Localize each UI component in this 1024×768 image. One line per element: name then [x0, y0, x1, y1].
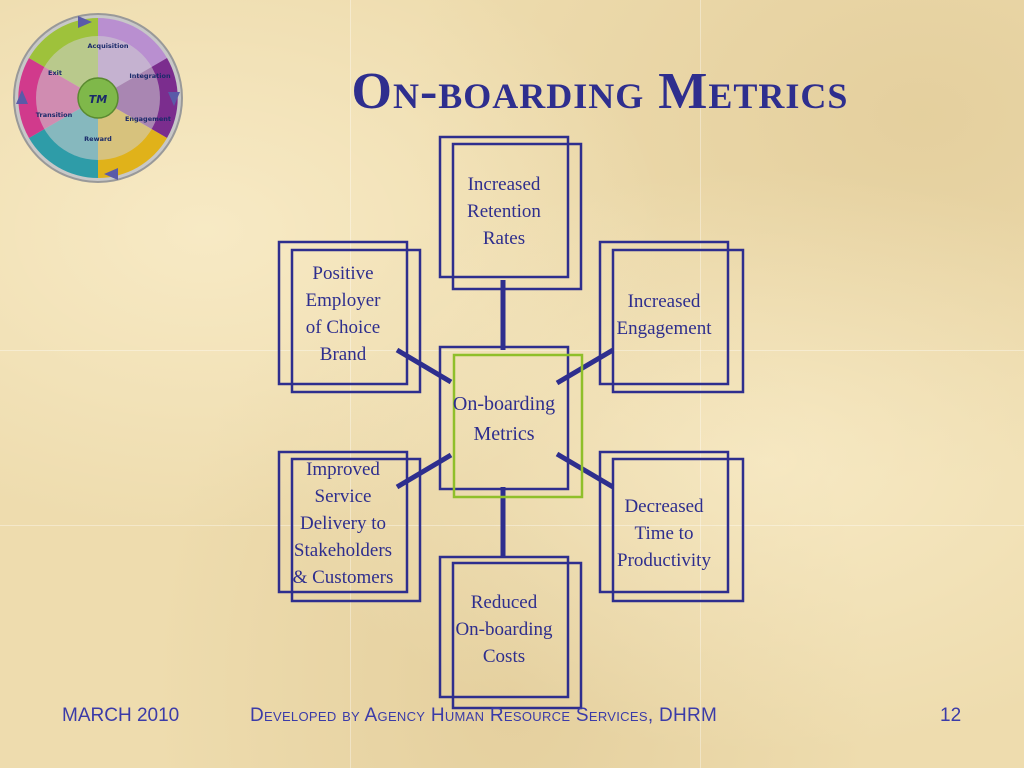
- node-engagement: Increased Engagement: [600, 246, 728, 384]
- node-costs: Reduced On-boarding Costs: [440, 560, 568, 698]
- connector-line: [555, 451, 615, 490]
- center-box-accent: [452, 353, 584, 499]
- logo-segment: Exit: [48, 69, 62, 77]
- node-text: Decreased: [624, 495, 704, 517]
- node-text: Reduced: [470, 591, 538, 613]
- cycle-arrow-icon: [104, 168, 118, 180]
- node-box: [277, 450, 409, 594]
- node-text: Increased: [467, 173, 541, 195]
- node-text: Increased: [627, 291, 701, 312]
- cycle-arrow-icon: [78, 16, 92, 28]
- logo-segment: Transition: [36, 111, 73, 119]
- node-text: Engagement: [616, 318, 712, 339]
- logo-segment: Integration: [129, 72, 171, 80]
- node-box: [451, 142, 583, 291]
- footer-date: MARCH 2010: [62, 705, 180, 726]
- node-text: Service: [314, 485, 372, 507]
- node-text: Employer: [305, 290, 381, 311]
- logo-segment: Acquisition: [88, 42, 129, 50]
- node-text: Improved: [306, 458, 380, 480]
- node-text: On-boarding: [455, 618, 553, 640]
- node-box: [611, 457, 745, 603]
- node-box: [277, 240, 409, 386]
- center-text: On-boarding: [452, 393, 556, 415]
- cycle-arrow-icon: [16, 90, 28, 104]
- logo-segment: Engagement: [125, 115, 171, 123]
- connector-line: [555, 347, 615, 386]
- node-box: [290, 248, 422, 394]
- node-box: [438, 555, 570, 699]
- node-text: Costs: [482, 645, 526, 667]
- node-text: of Choice: [305, 317, 381, 338]
- center-text: Metrics: [473, 423, 535, 445]
- grid-line: [0, 350, 1024, 351]
- grid-line: [0, 525, 1024, 526]
- slide-title: On-boarding Metrics: [351, 63, 849, 120]
- node-text: Retention: [467, 200, 541, 222]
- node-service-delivery: Improved Service Delivery to Stakeholder…: [279, 454, 407, 592]
- node-text: Rates: [482, 227, 526, 249]
- node-box: [611, 248, 745, 394]
- node-time-to-productivity: Decreased Time to Productivity: [600, 464, 728, 602]
- page-number: 12: [940, 705, 962, 726]
- node-retention: Increased Retention Rates: [440, 142, 568, 280]
- node-text: Productivity: [617, 549, 711, 571]
- node-text: Brand: [319, 344, 367, 365]
- node-text: Delivery to: [299, 512, 386, 534]
- node-box: [451, 561, 583, 710]
- cycle-arrow-icon: [168, 92, 180, 106]
- node-box: [290, 457, 422, 603]
- logo-center: TM: [89, 93, 108, 106]
- node-employer-brand: Positive Employer of Choice Brand: [279, 245, 407, 383]
- logo-segment: Reward: [84, 135, 112, 143]
- node-box: [438, 135, 570, 279]
- footer-developer: Developed by Agency Human Resource Servi…: [250, 705, 718, 726]
- node-text: Time to: [634, 522, 694, 544]
- center-node: On-boarding Metrics: [440, 350, 568, 488]
- node-box: [598, 240, 730, 386]
- node-text: & Customers: [292, 566, 394, 588]
- node-box: [598, 450, 730, 594]
- node-text: Stakeholders: [293, 539, 393, 561]
- node-text: Positive: [312, 263, 374, 284]
- center-box: [438, 345, 570, 491]
- talent-management-logo: TM Acquisition Integration Engagement Re…: [13, 13, 183, 183]
